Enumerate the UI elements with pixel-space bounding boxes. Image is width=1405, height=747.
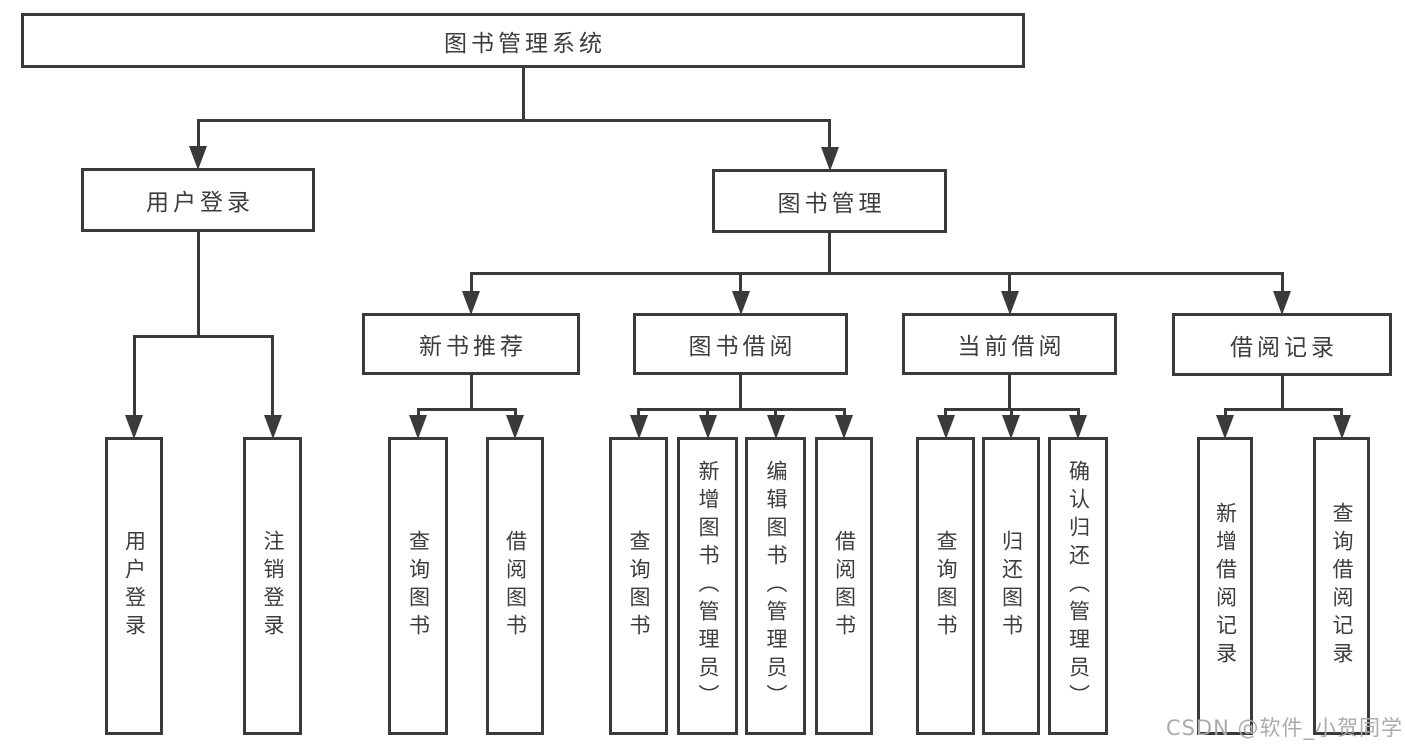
diagram-node-book-mgmt: 图书管理 bbox=[712, 169, 947, 233]
diagram-node-user-login: 用户登录 bbox=[81, 168, 315, 232]
node-label: 借阅图书 bbox=[503, 530, 528, 642]
connector-line bbox=[706, 408, 709, 415]
diagram-node-system: 图书管理系统 bbox=[21, 13, 1025, 68]
connector-line bbox=[842, 408, 846, 415]
connector-line bbox=[1223, 408, 1227, 415]
connector-line bbox=[196, 119, 200, 146]
connector-line bbox=[132, 335, 136, 415]
connector-line bbox=[521, 68, 525, 122]
diagram-node-cur-borrow: 当前借阅 bbox=[902, 313, 1117, 375]
node-label: 新增图书（管理员） bbox=[696, 460, 720, 712]
arrow-down-icon bbox=[629, 415, 648, 439]
arrow-down-icon bbox=[1002, 415, 1020, 439]
node-label: 确认归还（管理员） bbox=[1066, 460, 1091, 712]
connector-line bbox=[1280, 376, 1284, 411]
arrow-down-icon bbox=[698, 415, 717, 439]
diagram-node-nr-borrow: 借阅图书 bbox=[486, 437, 544, 735]
connector-line bbox=[196, 232, 200, 338]
connector-line bbox=[271, 335, 274, 415]
arrow-down-icon bbox=[506, 415, 524, 439]
connector-line bbox=[1280, 272, 1284, 291]
diagram-node-br-query: 查询借阅记录 bbox=[1313, 437, 1370, 735]
diagram-node-cb-confirm: 确认归还（管理员） bbox=[1048, 437, 1108, 735]
arrow-down-icon bbox=[731, 291, 750, 315]
diagram-node-new-rec: 新书推荐 bbox=[362, 313, 580, 375]
node-label: 归还图书 bbox=[999, 530, 1024, 642]
connector-line bbox=[1076, 408, 1080, 415]
connector-line bbox=[1223, 408, 1343, 411]
node-label: 查询图书 bbox=[406, 530, 431, 642]
node-label: 借阅图书 bbox=[832, 530, 857, 642]
diagram-node-br-add: 新增借阅记录 bbox=[1197, 437, 1253, 735]
diagram-node-book-borrow: 图书借阅 bbox=[633, 313, 848, 375]
diagram-node-bb-query: 查询图书 bbox=[609, 437, 668, 735]
diagram-node-bb-borrow: 借阅图书 bbox=[815, 437, 873, 735]
node-label: 注销登录 bbox=[261, 530, 285, 642]
connector-line bbox=[196, 119, 831, 122]
connector-line bbox=[416, 408, 517, 411]
diagram-node-login: 用户登录 bbox=[105, 437, 163, 735]
arrow-down-icon bbox=[936, 415, 955, 439]
connector-line bbox=[944, 408, 947, 415]
connector-line bbox=[513, 408, 517, 415]
connector-line bbox=[469, 375, 473, 411]
diagram-node-cb-query: 查询图书 bbox=[916, 437, 975, 735]
connector-line bbox=[774, 408, 777, 415]
connector-line bbox=[1008, 375, 1011, 411]
connector-line bbox=[416, 408, 420, 415]
node-label: 查询图书 bbox=[627, 530, 651, 642]
connector-line bbox=[828, 233, 831, 275]
node-label: 新书推荐 bbox=[419, 334, 527, 360]
csdn-watermark: CSDN @软件_小贺同学 bbox=[1165, 716, 1403, 740]
arrow-down-icon bbox=[189, 146, 207, 170]
arrow-down-icon bbox=[125, 415, 143, 439]
arrow-down-icon bbox=[1216, 415, 1234, 439]
connector-line bbox=[469, 272, 1284, 275]
diagram-node-borrow-rec: 借阅记录 bbox=[1172, 313, 1392, 376]
arrow-down-icon bbox=[766, 415, 785, 439]
connector-line bbox=[739, 272, 742, 291]
node-label: 图书借阅 bbox=[688, 334, 797, 360]
connector-line bbox=[1340, 408, 1343, 415]
node-label: 当前借阅 bbox=[957, 334, 1066, 360]
node-label: 查询图书 bbox=[934, 530, 958, 642]
connector-line bbox=[132, 335, 274, 338]
arrow-down-icon bbox=[409, 415, 427, 439]
connector-line bbox=[1008, 272, 1011, 291]
connector-line bbox=[469, 272, 473, 291]
arrow-down-icon bbox=[1332, 415, 1351, 439]
node-label: 用户登录 bbox=[146, 190, 254, 216]
arrow-down-icon bbox=[1069, 415, 1087, 439]
node-label: 编辑图书（管理员） bbox=[764, 460, 788, 712]
connector-line bbox=[637, 408, 640, 415]
connector-line bbox=[739, 375, 742, 411]
arrow-down-icon bbox=[820, 147, 839, 171]
node-label: 图书管理系统 bbox=[444, 30, 606, 57]
node-label: 新增借阅记录 bbox=[1213, 502, 1238, 670]
node-label: 查询借阅记录 bbox=[1330, 502, 1354, 670]
node-label: 借阅记录 bbox=[1230, 334, 1338, 361]
arrow-down-icon bbox=[835, 415, 853, 439]
arrow-down-icon bbox=[1000, 291, 1019, 315]
connector-line bbox=[828, 119, 831, 147]
diagram-node-cb-return: 归还图书 bbox=[982, 437, 1040, 735]
node-label: 用户登录 bbox=[122, 530, 147, 642]
diagram-node-nr-query: 查询图书 bbox=[388, 437, 448, 735]
diagram-node-bb-edit: 编辑图书（管理员） bbox=[745, 437, 806, 735]
arrow-down-icon bbox=[462, 291, 480, 315]
node-label: 图书管理 bbox=[777, 191, 886, 217]
arrow-down-icon bbox=[263, 415, 282, 439]
diagram-node-bb-add: 新增图书（管理员） bbox=[677, 437, 738, 735]
connector-line bbox=[637, 408, 846, 411]
connector-line bbox=[1009, 408, 1013, 415]
arrow-down-icon bbox=[1273, 291, 1291, 315]
diagram-node-logout: 注销登录 bbox=[243, 437, 302, 735]
